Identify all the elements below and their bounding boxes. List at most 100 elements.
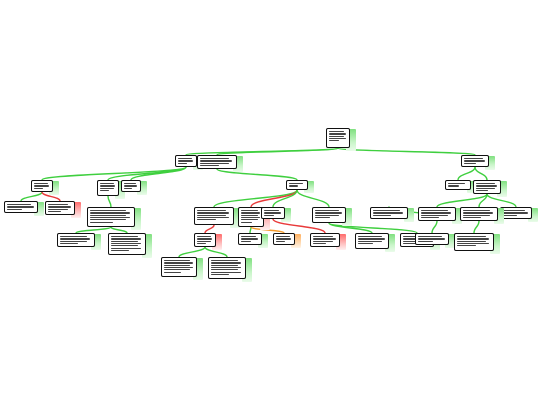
tree-node-a3[interactable] xyxy=(461,155,489,167)
node-text-line xyxy=(48,206,71,208)
node-text-line xyxy=(421,214,449,216)
node-text-line xyxy=(421,212,452,214)
node-text-line xyxy=(313,238,336,240)
tree-node-b1[interactable] xyxy=(31,180,53,192)
tree-node-c7[interactable] xyxy=(312,207,346,223)
node-status-tab xyxy=(131,208,141,230)
tree-node-e1[interactable] xyxy=(161,257,197,277)
node-text-line xyxy=(373,214,391,216)
node-status-tab xyxy=(304,181,314,193)
node-text-line xyxy=(164,260,190,262)
node-text-line xyxy=(358,242,374,245)
node-text-line xyxy=(197,219,216,221)
edge-a2-b4 xyxy=(216,168,298,181)
node-status-tab xyxy=(404,208,414,222)
node-text-line xyxy=(7,204,31,206)
node-text-line xyxy=(289,183,303,185)
node-text-line xyxy=(200,162,229,164)
node-text-line xyxy=(276,238,292,240)
node-status-tab xyxy=(291,234,301,248)
edge-d3-e2 xyxy=(204,246,228,258)
edge-a1-b3 xyxy=(130,166,187,181)
node-status-tab xyxy=(91,234,101,250)
node-text-line xyxy=(178,158,192,160)
node-text-line xyxy=(211,260,239,262)
node-text-line xyxy=(111,247,142,249)
node-text-line xyxy=(503,212,528,214)
tree-node-c4[interactable] xyxy=(194,207,234,225)
node-status-tab xyxy=(115,181,125,199)
tree-node-b6[interactable] xyxy=(473,180,501,194)
node-status-tab xyxy=(258,234,268,248)
tree-node-d9[interactable] xyxy=(415,233,449,245)
tree-node-d11[interactable] xyxy=(370,207,408,219)
node-text-line xyxy=(211,262,242,264)
node-text-line xyxy=(457,240,486,242)
tree-node-d6[interactable] xyxy=(310,233,340,247)
node-text-line xyxy=(111,236,139,238)
node-text-line xyxy=(124,187,132,189)
tree-node-b5[interactable] xyxy=(445,180,471,190)
node-text-line xyxy=(90,216,130,219)
node-text-line xyxy=(34,187,43,189)
tree-node-c9[interactable] xyxy=(460,207,498,221)
tree-node-root[interactable] xyxy=(326,128,350,148)
tree-node-a1[interactable] xyxy=(175,155,197,167)
tree-node-b3[interactable] xyxy=(121,180,141,192)
tree-node-d10[interactable] xyxy=(454,233,494,251)
node-text-line xyxy=(315,214,339,216)
edge-c9-d10 xyxy=(473,220,480,234)
node-text-line xyxy=(211,273,229,275)
node-text-line xyxy=(241,216,260,219)
node-status-tab xyxy=(49,181,59,195)
tree-node-b2[interactable] xyxy=(97,180,119,196)
node-text-line xyxy=(7,208,23,210)
node-text-line xyxy=(463,216,481,219)
tree-node-c3[interactable] xyxy=(87,207,135,227)
tree-node-d1[interactable] xyxy=(57,233,95,247)
node-text-line xyxy=(457,236,486,238)
tree-node-a2[interactable] xyxy=(197,155,237,169)
node-text-line xyxy=(100,183,114,185)
node-text-line xyxy=(264,214,274,216)
node-text-line xyxy=(60,236,88,238)
node-text-line xyxy=(48,210,62,213)
node-status-tab xyxy=(346,129,356,151)
node-text-line xyxy=(7,206,34,208)
node-text-line xyxy=(197,242,206,245)
node-text-line xyxy=(90,219,126,221)
node-text-line xyxy=(403,242,419,245)
edge-a1-b1 xyxy=(41,166,187,181)
tree-node-c8[interactable] xyxy=(418,207,456,221)
node-text-line xyxy=(241,212,260,214)
node-text-line xyxy=(211,264,239,266)
tree-node-d3[interactable] xyxy=(194,233,216,247)
tree-node-b4[interactable] xyxy=(286,180,308,190)
node-text-line xyxy=(476,183,495,185)
edge-b4-c6 xyxy=(272,189,298,208)
edge-a3-b6 xyxy=(474,166,488,181)
node-status-tab xyxy=(336,234,346,250)
node-text-line xyxy=(100,187,114,189)
node-text-line xyxy=(329,135,345,137)
node-status-tab xyxy=(137,181,147,195)
tree-node-d2[interactable] xyxy=(108,233,146,255)
node-text-line xyxy=(457,238,490,240)
tree-node-d5[interactable] xyxy=(273,233,295,245)
edge-c4-d3 xyxy=(204,224,215,234)
node-text-line xyxy=(124,183,136,185)
edge-b4-c5 xyxy=(250,189,298,208)
tree-node-d4[interactable] xyxy=(238,233,262,245)
tree-node-c2[interactable] xyxy=(45,201,75,215)
tree-node-d7[interactable] xyxy=(355,233,389,249)
tree-node-c6[interactable] xyxy=(261,207,285,219)
node-text-line xyxy=(403,240,427,242)
tree-node-b7[interactable] xyxy=(500,207,532,219)
node-status-tab xyxy=(452,208,462,224)
node-text-line xyxy=(329,140,339,142)
node-text-line xyxy=(241,240,251,242)
node-text-line xyxy=(418,238,445,240)
node-text-line xyxy=(48,208,69,210)
tree-node-c1[interactable] xyxy=(4,201,38,213)
tree-node-e2[interactable] xyxy=(208,257,246,279)
